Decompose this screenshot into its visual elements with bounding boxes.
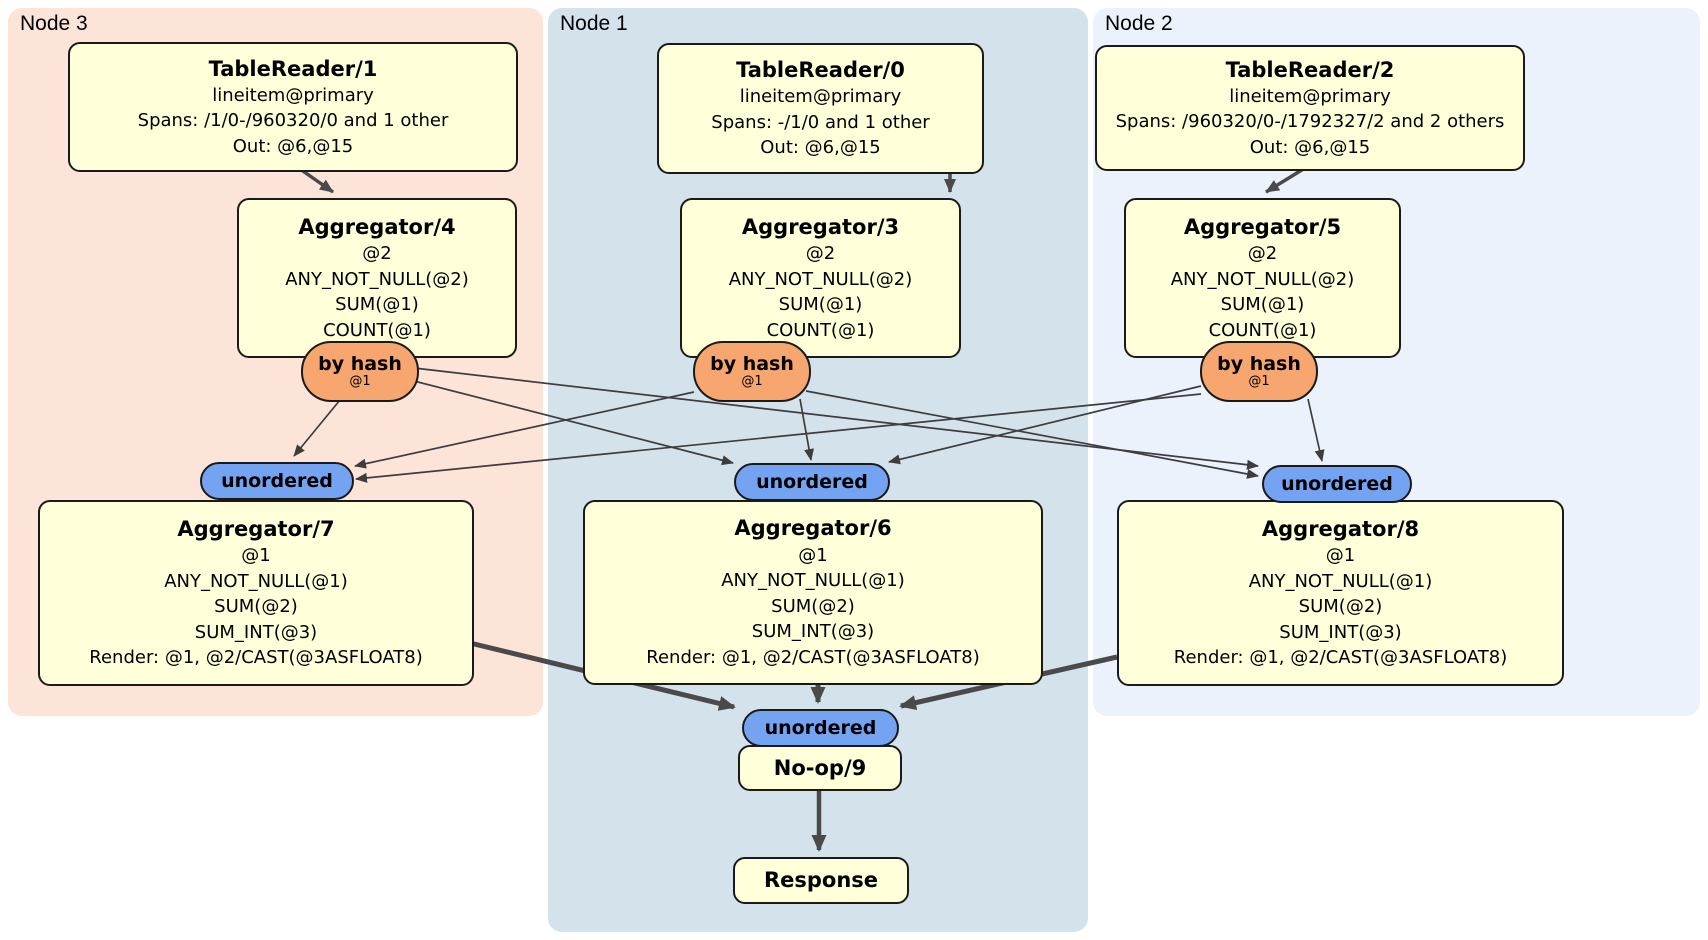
box-title: Aggregator/8 <box>1261 516 1420 541</box>
router-by-hash-node3: by hash @1 <box>301 341 419 402</box>
box-title: TableReader/2 <box>1225 57 1395 82</box>
box-tablereader-0: TableReader/0 lineitem@primary Spans: -/… <box>657 43 984 174</box>
router-label: by hash <box>710 352 794 375</box>
box-line: ANY_NOT_NULL(@1) <box>164 570 348 592</box>
box-line: @2 <box>805 243 836 265</box>
box-line: Out: @6,@15 <box>232 135 354 157</box>
region-label-node-3: Node 3 <box>20 12 88 35</box>
sync-unordered-node3: unordered <box>200 462 354 500</box>
box-line: Render: @1, @2/CAST(@3ASFLOAT8) <box>89 647 423 669</box>
box-line: Render: @1, @2/CAST(@3ASFLOAT8) <box>1173 647 1508 669</box>
box-title: No-op/9 <box>773 755 867 780</box>
box-line: @1 <box>1325 545 1356 567</box>
box-line: lineitem@primary <box>739 86 902 108</box>
box-line: ANY_NOT_NULL(@2) <box>285 268 469 290</box>
sync-label: unordered <box>1281 472 1393 495</box>
box-title: Aggregator/5 <box>1183 214 1342 239</box>
box-aggregator-3: Aggregator/3 @2 ANY_NOT_NULL(@2) SUM(@1)… <box>680 198 961 358</box>
box-aggregator-7: Aggregator/7 @1 ANY_NOT_NULL(@1) SUM(@2)… <box>38 500 474 686</box>
box-line: Out: @6,@15 <box>1249 136 1371 158</box>
box-line: COUNT(@1) <box>323 319 431 341</box>
sync-unordered-node1: unordered <box>734 463 890 501</box>
box-aggregator-5: Aggregator/5 @2 ANY_NOT_NULL(@2) SUM(@1)… <box>1124 198 1401 358</box>
box-line: @2 <box>362 243 392 265</box>
router-label: by hash <box>318 352 402 375</box>
sync-label: unordered <box>764 716 877 739</box>
box-line: SUM(@1) <box>1220 294 1305 316</box>
box-title: TableReader/0 <box>736 58 905 82</box>
region-label-node-1: Node 1 <box>560 12 628 35</box>
box-aggregator-6: Aggregator/6 @1 ANY_NOT_NULL(@1) SUM(@2)… <box>583 500 1043 685</box>
box-line: SUM(@2) <box>1298 596 1383 618</box>
region-label-node-2: Node 2 <box>1105 12 1173 35</box>
box-line: Spans: -/1/0 and 1 other <box>711 111 930 133</box>
box-line: Spans: /1/0-/960320/0 and 1 other <box>137 110 449 132</box>
box-line: SUM_INT(@3) <box>194 621 318 643</box>
box-line: SUM_INT(@3) <box>751 621 875 643</box>
box-line: ANY_NOT_NULL(@2) <box>1170 268 1355 290</box>
router-stream-label: @1 <box>1248 373 1270 389</box>
box-line: COUNT(@1) <box>1208 319 1317 341</box>
box-line: ANY_NOT_NULL(@1) <box>1248 570 1433 592</box>
box-line: Spans: /960320/0-/1792327/2 and 2 others <box>1115 111 1505 133</box>
box-line: ANY_NOT_NULL(@1) <box>721 570 905 592</box>
router-stream-label: @1 <box>349 373 371 389</box>
box-line: @1 <box>241 545 271 567</box>
box-line: @2 <box>1247 243 1278 265</box>
box-tablereader-2: TableReader/2 lineitem@primary Spans: /9… <box>1095 45 1525 171</box>
box-aggregator-8: Aggregator/8 @1 ANY_NOT_NULL(@1) SUM(@2)… <box>1117 500 1564 686</box>
sync-unordered-final: unordered <box>742 709 899 747</box>
box-line: Out: @6,@15 <box>760 137 881 159</box>
sync-unordered-node2: unordered <box>1262 465 1412 503</box>
box-line: lineitem@primary <box>212 84 374 106</box>
box-noop-9: No-op/9 <box>738 745 902 791</box>
box-title: Aggregator/4 <box>298 214 456 239</box>
box-line: SUM(@1) <box>335 294 419 316</box>
box-tablereader-1: TableReader/1 lineitem@primary Spans: /1… <box>68 42 518 172</box>
box-line: lineitem@primary <box>1229 85 1391 107</box>
box-response: Response <box>733 857 909 904</box>
box-line: ANY_NOT_NULL(@2) <box>728 268 913 290</box>
box-line: SUM(@1) <box>778 294 863 316</box>
box-title: Response <box>763 868 879 893</box>
box-line: COUNT(@1) <box>766 319 875 341</box>
box-title: Aggregator/7 <box>177 516 335 541</box>
router-by-hash-node2: by hash @1 <box>1200 341 1318 402</box>
box-title: Aggregator/3 <box>741 214 900 239</box>
box-line: Render: @1, @2/CAST(@3ASFLOAT8) <box>646 646 980 668</box>
router-stream-label: @1 <box>741 373 763 389</box>
box-line: @1 <box>798 544 828 566</box>
box-line: SUM(@2) <box>771 595 855 617</box>
box-title: Aggregator/6 <box>734 516 892 541</box>
router-by-hash-node1: by hash @1 <box>693 341 811 402</box>
box-aggregator-4: Aggregator/4 @2 ANY_NOT_NULL(@2) SUM(@1)… <box>237 198 517 358</box>
sync-label: unordered <box>756 470 868 493</box>
box-line: SUM_INT(@3) <box>1279 621 1402 643</box>
box-line: SUM(@2) <box>214 596 298 618</box>
box-title: TableReader/1 <box>208 56 378 81</box>
sync-label: unordered <box>221 469 333 492</box>
router-label: by hash <box>1217 352 1301 375</box>
